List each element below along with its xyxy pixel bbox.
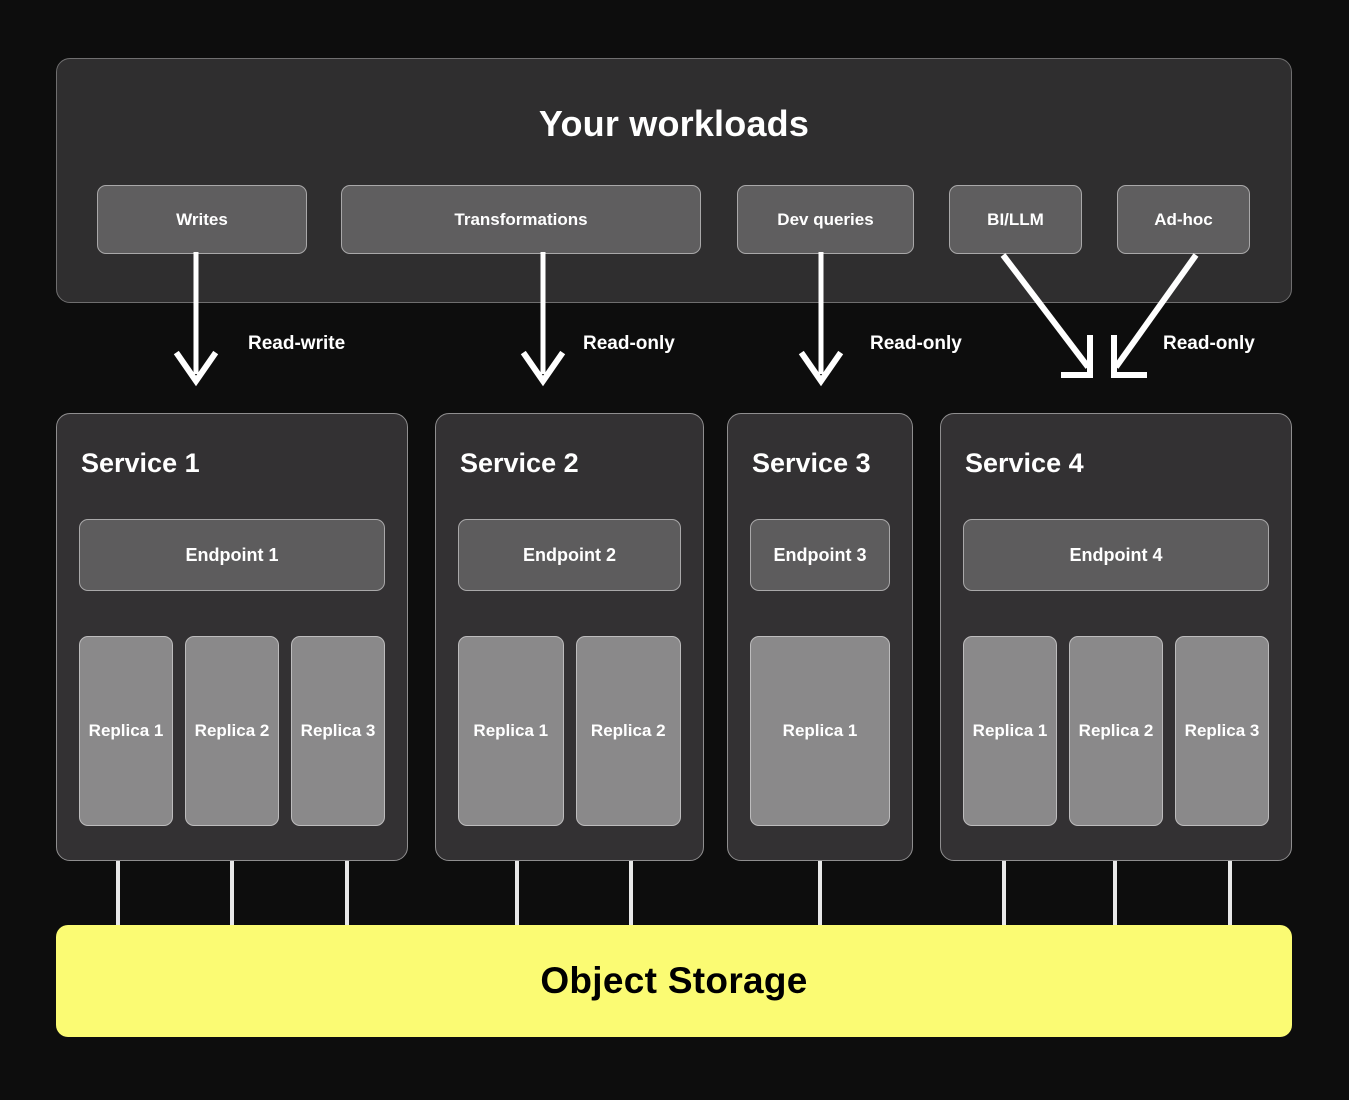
service-title: Service 3 <box>752 448 871 478</box>
replica-box[interactable]: Replica 2 <box>575 636 681 826</box>
replica-box[interactable]: Replica 1 <box>750 636 890 826</box>
edge-label: Read-write <box>248 333 346 354</box>
object-storage-label: Object Storage <box>540 960 808 1001</box>
workload-chip[interactable]: BI/LLM <box>949 185 1082 254</box>
replica-row: Replica 1 <box>750 636 890 826</box>
workload-chip[interactable]: Transformations <box>341 185 701 254</box>
storage-connector <box>629 861 633 927</box>
service-title: Service 4 <box>965 448 1084 478</box>
service-card: Service 3 Endpoint 3 Replica 1 <box>727 413 913 861</box>
workloads-panel: Your workloads Writes Transformations Dev … <box>56 58 1292 303</box>
replica-box[interactable]: Replica 2 <box>185 636 279 826</box>
service-title: Service 2 <box>460 448 579 478</box>
storage-connector <box>818 861 822 927</box>
storage-connector <box>1002 861 1006 927</box>
replica-box[interactable]: Replica 3 <box>1175 636 1269 826</box>
replica-box[interactable]: Replica 3 <box>291 636 385 826</box>
replica-box[interactable]: Replica 1 <box>79 636 173 826</box>
replica-box[interactable]: Replica 1 <box>458 636 564 826</box>
endpoint-box[interactable]: Endpoint 1 <box>79 519 385 591</box>
replica-box[interactable]: Replica 2 <box>1069 636 1163 826</box>
endpoint-box[interactable]: Endpoint 3 <box>750 519 890 591</box>
storage-connector <box>116 861 120 927</box>
storage-connector <box>1113 861 1117 927</box>
workload-chip[interactable]: Dev queries <box>737 185 914 254</box>
storage-connector <box>515 861 519 927</box>
edge-label: Read-only <box>870 333 962 354</box>
workload-chip[interactable]: Writes <box>97 185 307 254</box>
edge-label: Read-only <box>583 333 675 354</box>
storage-connector <box>230 861 234 927</box>
endpoint-box[interactable]: Endpoint 2 <box>458 519 681 591</box>
object-storage-bar: Object Storage <box>56 925 1292 1037</box>
service-title: Service 1 <box>81 448 200 478</box>
workload-chip[interactable]: Ad-hoc <box>1117 185 1250 254</box>
endpoint-box[interactable]: Endpoint 4 <box>963 519 1269 591</box>
edge-label: Read-only <box>1163 333 1255 354</box>
storage-connector <box>1228 861 1232 927</box>
storage-connector <box>345 861 349 927</box>
replica-box[interactable]: Replica 1 <box>963 636 1057 826</box>
workloads-title: Your workloads <box>538 103 810 144</box>
